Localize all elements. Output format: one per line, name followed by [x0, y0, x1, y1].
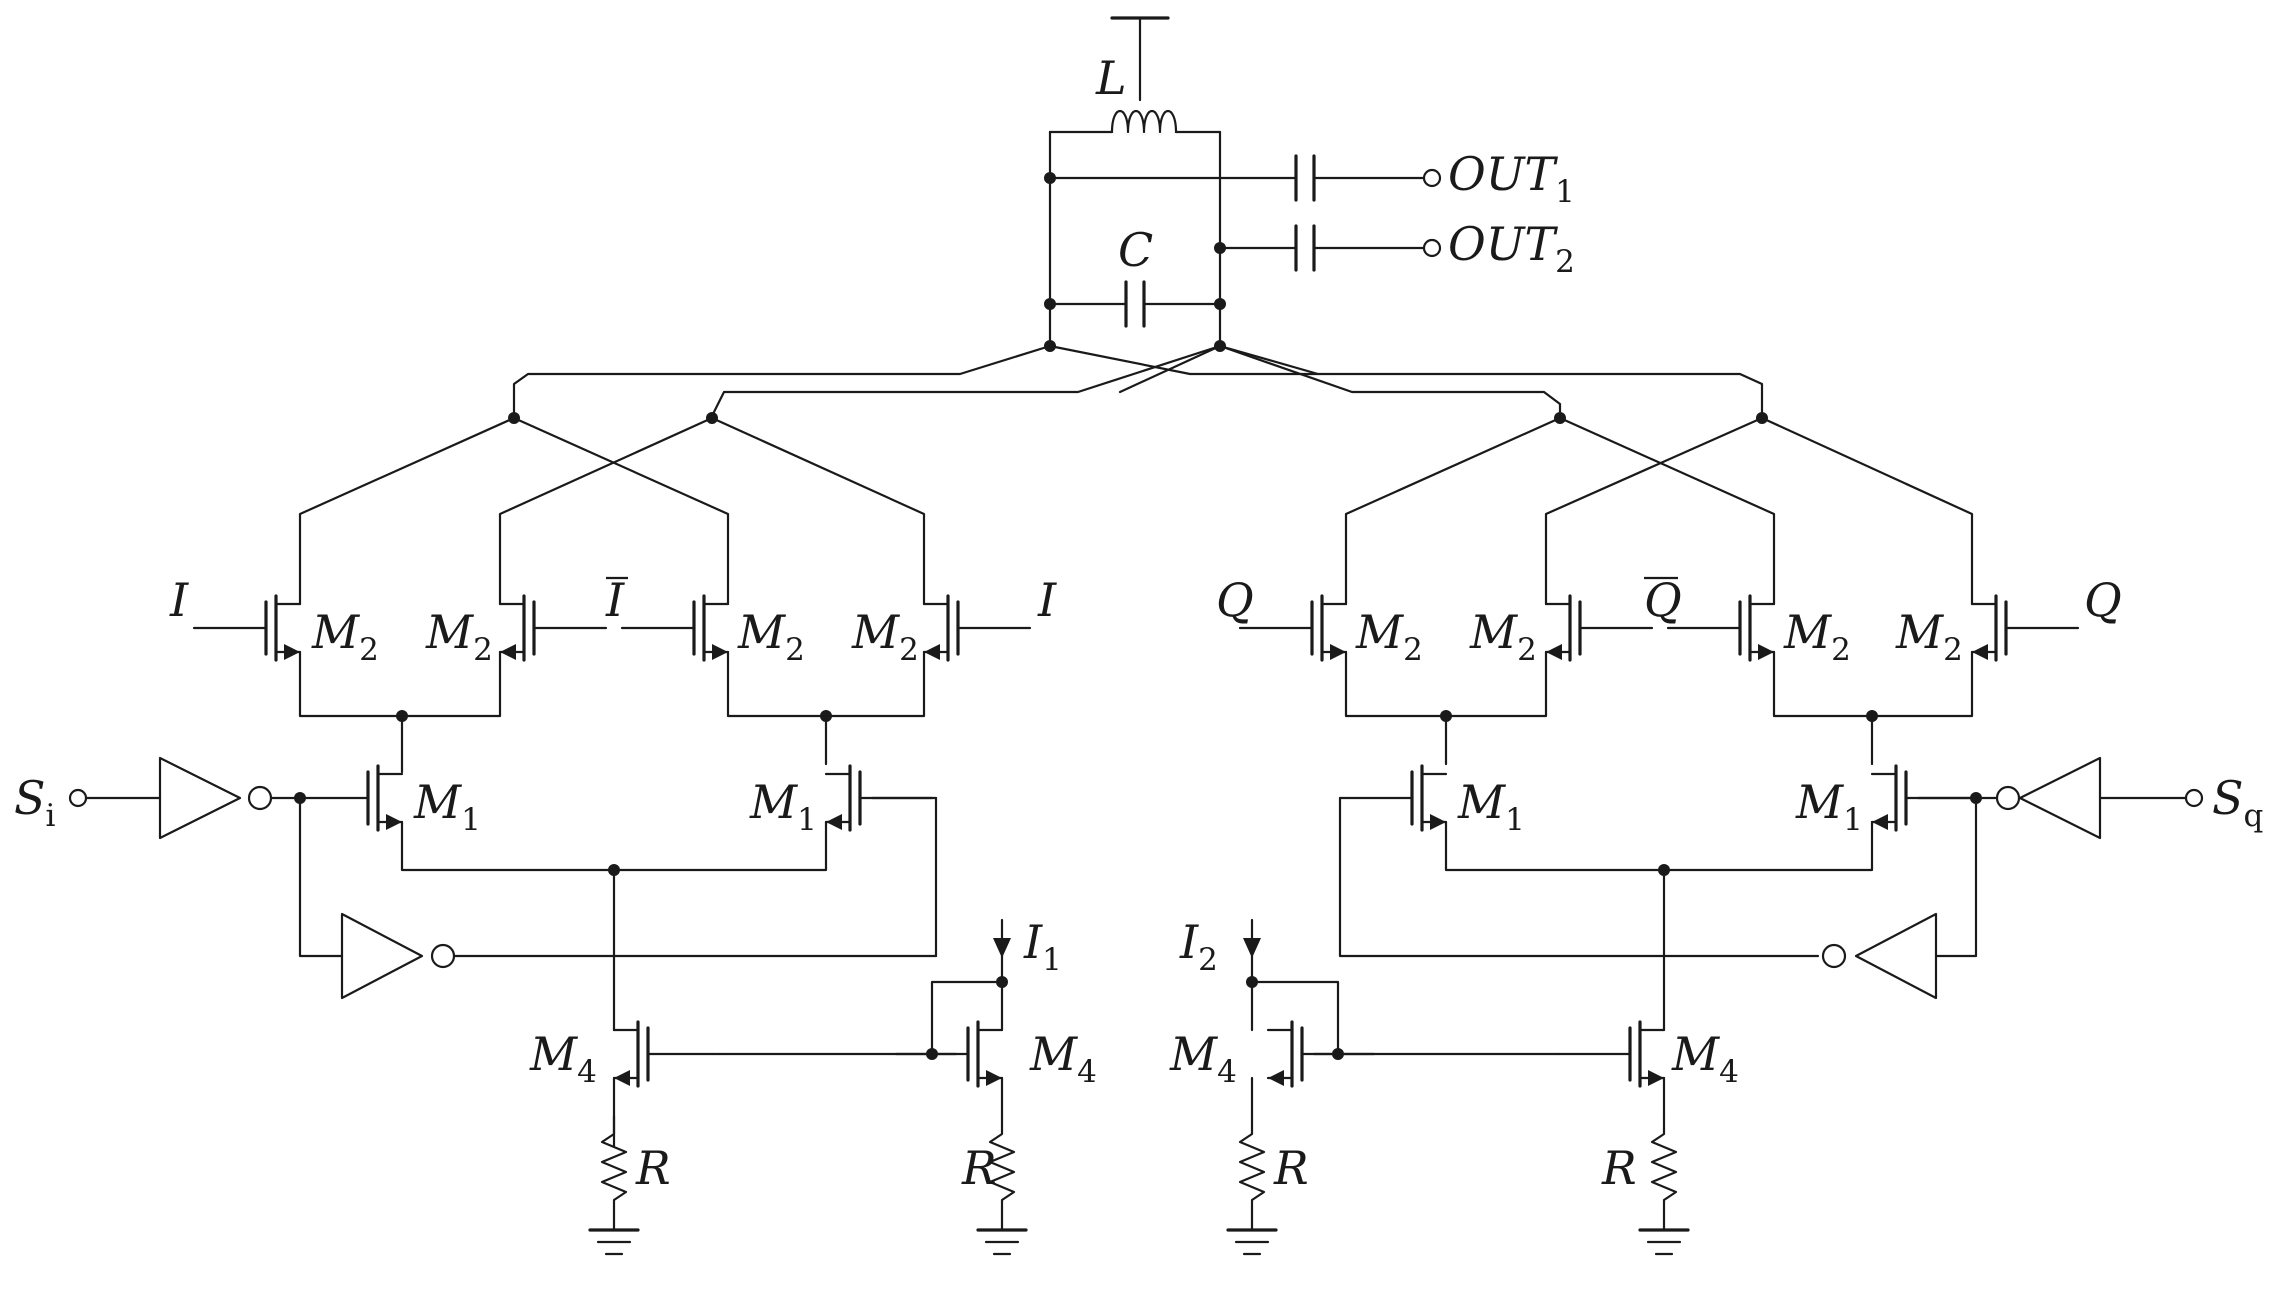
label-m2-1: M2 — [311, 605, 379, 668]
label-m2-2: M2 — [425, 605, 493, 668]
label-r-2: R — [961, 1141, 997, 1195]
svg-text:Q: Q — [1644, 573, 1682, 627]
label-c: C — [1118, 223, 1153, 277]
label-i2: I2 — [1179, 915, 1218, 978]
label-m1-1: M1 — [413, 775, 481, 838]
label-l: L — [1095, 51, 1127, 105]
label-out1: OUT1 — [1448, 147, 1575, 210]
m2-quad-left — [192, 416, 1032, 766]
label-m2-4: M2 — [851, 605, 919, 668]
label-i-left: I — [169, 573, 189, 627]
m4-mirror-left — [588, 918, 1028, 1256]
label-m1-4: M1 — [1795, 775, 1863, 838]
label-m2-3: M2 — [737, 605, 805, 668]
lc-tank — [1044, 16, 1442, 352]
inverter-sq-2 — [1854, 912, 1938, 1000]
inverter-si-2 — [340, 912, 424, 1000]
label-m1-2: M1 — [749, 775, 817, 838]
label-si: Si — [14, 771, 56, 834]
label-out2: OUT2 — [1448, 217, 1575, 280]
label-m4-1: M4 — [529, 1027, 597, 1090]
output-bus — [508, 344, 1768, 424]
label-m2-5: M2 — [1355, 605, 1423, 668]
inverter-si-1 — [158, 756, 242, 840]
label-qbar: Q — [1644, 573, 1682, 627]
m1-pair-right — [1338, 756, 2204, 1032]
inductor — [1110, 110, 1178, 134]
label-m2-8: M2 — [1895, 605, 1963, 668]
label-r-4: R — [1601, 1141, 1637, 1195]
label-m4-2: M4 — [1029, 1027, 1097, 1090]
label-i-right: I — [1037, 573, 1057, 627]
label-m1-3: M1 — [1457, 775, 1525, 838]
label-m2-6: M2 — [1469, 605, 1537, 668]
m2-quad-right — [1238, 416, 2080, 766]
label-sq: Sq — [2212, 771, 2263, 834]
label-ibar: I — [605, 573, 628, 627]
label-m4-4: M4 — [1671, 1027, 1739, 1090]
inverter-sq-1 — [2018, 756, 2102, 840]
m1-pair-left — [68, 756, 938, 1032]
label-r-1: R — [635, 1141, 671, 1195]
label-r-3: R — [1273, 1141, 1309, 1195]
label-q-left: Q — [1216, 573, 1254, 627]
svg-text:I: I — [605, 573, 625, 627]
label-m2-7: M2 — [1783, 605, 1851, 668]
label-q-right: Q — [2084, 573, 2122, 627]
label-i1: I1 — [1023, 915, 1062, 978]
m4-mirror-right — [1226, 918, 1690, 1256]
label-m4-3: M4 — [1169, 1027, 1237, 1090]
labels: L C OUT1 OUT2 I I I Q Q Q M2 M2 M2 M2 M2… — [14, 51, 2263, 1195]
